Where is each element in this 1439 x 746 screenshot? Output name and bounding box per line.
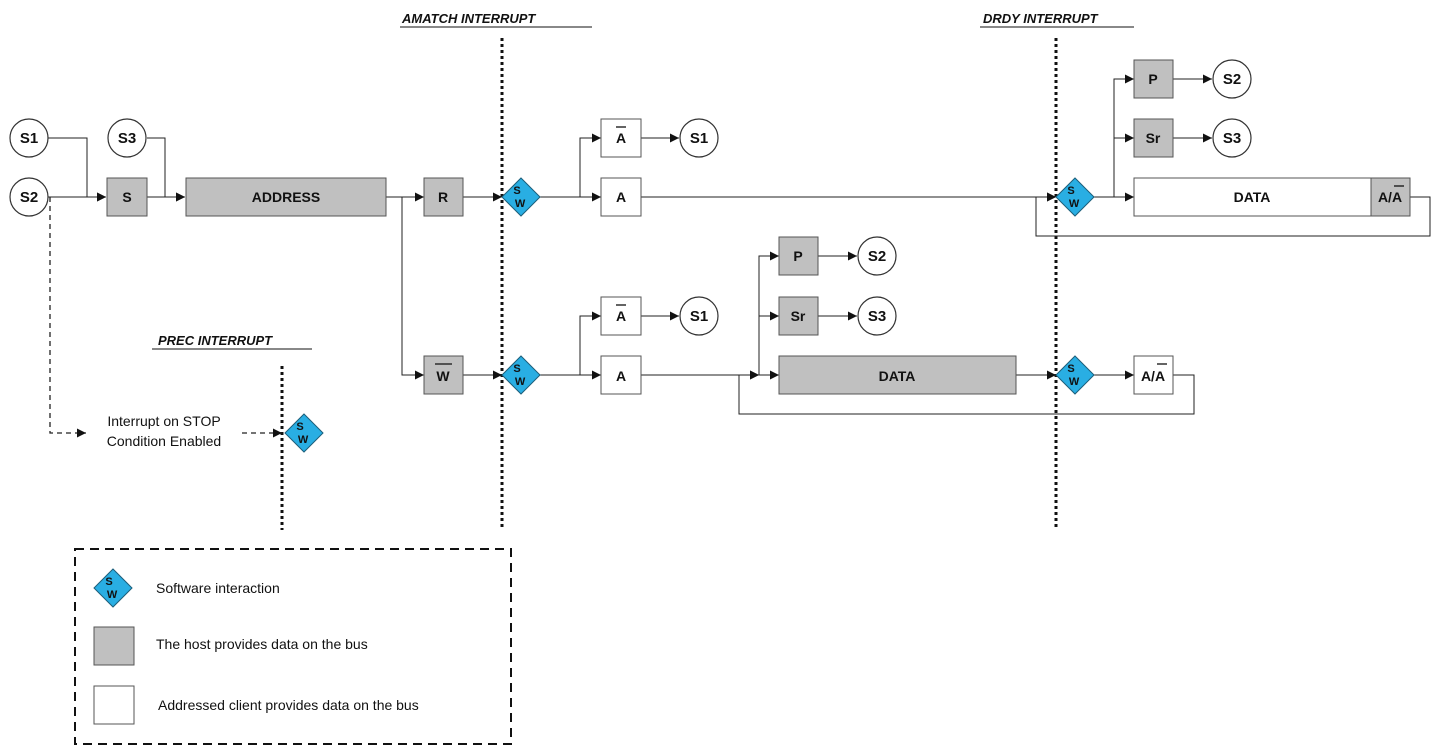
state-s3-after-sr-read: S3 — [1212, 118, 1252, 158]
legend-host-text: The host provides data on the bus — [156, 636, 368, 652]
data-label: DATA — [1234, 189, 1271, 205]
stop-label: P — [793, 248, 802, 264]
drdy-interrupt-label: DRDY INTERRUPT — [983, 11, 1099, 26]
state-s3-after-sr-write: S3 — [857, 296, 897, 336]
ack-nack-box-read: A/A — [1370, 177, 1411, 217]
legend-sw-icon: S W — [93, 568, 133, 608]
amatch-interrupt: AMATCH INTERRUPT — [400, 11, 592, 530]
ack-box-read: A — [600, 177, 642, 217]
sw-label-bottom: W — [515, 376, 526, 388]
read-box: R — [423, 177, 464, 217]
sw-label-bottom: W — [107, 589, 118, 601]
sw-label-top: S — [1067, 185, 1074, 197]
stop-box-read: P — [1133, 59, 1174, 99]
state-s3-label: S3 — [868, 308, 886, 325]
stop-label: P — [1148, 71, 1157, 87]
repeated-start-box-write: Sr — [778, 296, 819, 336]
state-s3-label: S3 — [118, 130, 136, 147]
state-s1-label: S1 — [20, 130, 38, 147]
address-box: ADDRESS — [185, 177, 387, 217]
state-s1-after-nack-write: S1 — [679, 296, 719, 336]
stop-note-line1: Interrupt on STOP — [107, 413, 220, 429]
state-s2-label: S2 — [1223, 71, 1241, 88]
data-box-read: DATA — [1133, 177, 1372, 217]
ack-box-write: A — [600, 355, 642, 395]
state-s1-label: S1 — [690, 308, 708, 325]
sw-amatch-write: S W — [501, 355, 541, 395]
ack-nack-label: A/A — [1141, 368, 1165, 384]
sw-drdy-write: S W — [1055, 355, 1095, 395]
ack-label: A — [616, 189, 626, 205]
sw-label-bottom: W — [1069, 376, 1080, 388]
ack-nack-label: A/A — [1378, 189, 1402, 205]
sw-label-top: S — [1067, 363, 1074, 375]
sw-label-top: S — [513, 185, 520, 197]
data-box-write: DATA — [778, 355, 1017, 395]
nack-label: A — [616, 130, 626, 146]
prec-interrupt: PREC INTERRUPT — [152, 333, 312, 530]
write-label: W — [436, 368, 450, 384]
repeated-start-box-read: Sr — [1133, 118, 1174, 158]
legend-frame — [74, 548, 512, 745]
nack-box-read: A — [600, 118, 642, 158]
state-s1-label: S1 — [690, 130, 708, 147]
stop-box-write: P — [778, 236, 819, 276]
legend-client-swatch — [93, 685, 135, 725]
stop-condition-note: Interrupt on STOP Condition Enabled — [107, 413, 221, 449]
amatch-interrupt-label: AMATCH INTERRUPT — [401, 11, 536, 26]
state-s2-after-stop-write: S2 — [857, 236, 897, 276]
sw-label-top: S — [296, 421, 303, 433]
state-s1-after-nack-read: S1 — [679, 118, 719, 158]
stop-note-line2: Condition Enabled — [107, 433, 221, 449]
legend-software-text: Software interaction — [156, 580, 280, 596]
state-s2-label: S2 — [20, 189, 38, 206]
prec-interrupt-label: PREC INTERRUPT — [158, 333, 273, 348]
sw-label-bottom: W — [298, 434, 309, 446]
data-label: DATA — [879, 368, 916, 384]
drdy-interrupt: DRDY INTERRUPT — [980, 11, 1134, 530]
sw-drdy-read: S W — [1055, 177, 1095, 217]
nack-box-write: A — [600, 296, 642, 336]
state-s3-left: S3 — [107, 118, 147, 158]
read-label: R — [438, 189, 448, 205]
repeated-start-label: Sr — [1146, 130, 1161, 146]
sw-prec: S W — [284, 413, 324, 453]
nack-label: A — [616, 308, 626, 324]
start-box: S — [106, 177, 148, 217]
state-s3-label: S3 — [1223, 130, 1241, 147]
state-s2-after-stop-read: S2 — [1212, 59, 1252, 99]
sw-amatch-read: S W — [501, 177, 541, 217]
ack-nack-box-write: A/A — [1133, 355, 1174, 395]
sw-label-bottom: W — [1069, 198, 1080, 210]
address-label: ADDRESS — [252, 189, 320, 205]
legend-client-text: Addressed client provides data on the bu… — [158, 697, 419, 713]
repeated-start-label: Sr — [791, 308, 806, 324]
state-s2-label: S2 — [868, 248, 886, 265]
sw-label-bottom: W — [515, 198, 526, 210]
ack-label: A — [616, 368, 626, 384]
start-label: S — [122, 189, 131, 205]
legend: S W Software interaction The host provid… — [74, 548, 512, 745]
connectors — [48, 74, 1431, 438]
write-box: W — [423, 355, 464, 395]
sw-label-top: S — [513, 363, 520, 375]
sw-label-top: S — [105, 576, 112, 588]
state-s1-left: S1 — [9, 118, 49, 158]
legend-host-swatch — [93, 626, 135, 666]
state-s2-left: S2 — [9, 177, 49, 217]
